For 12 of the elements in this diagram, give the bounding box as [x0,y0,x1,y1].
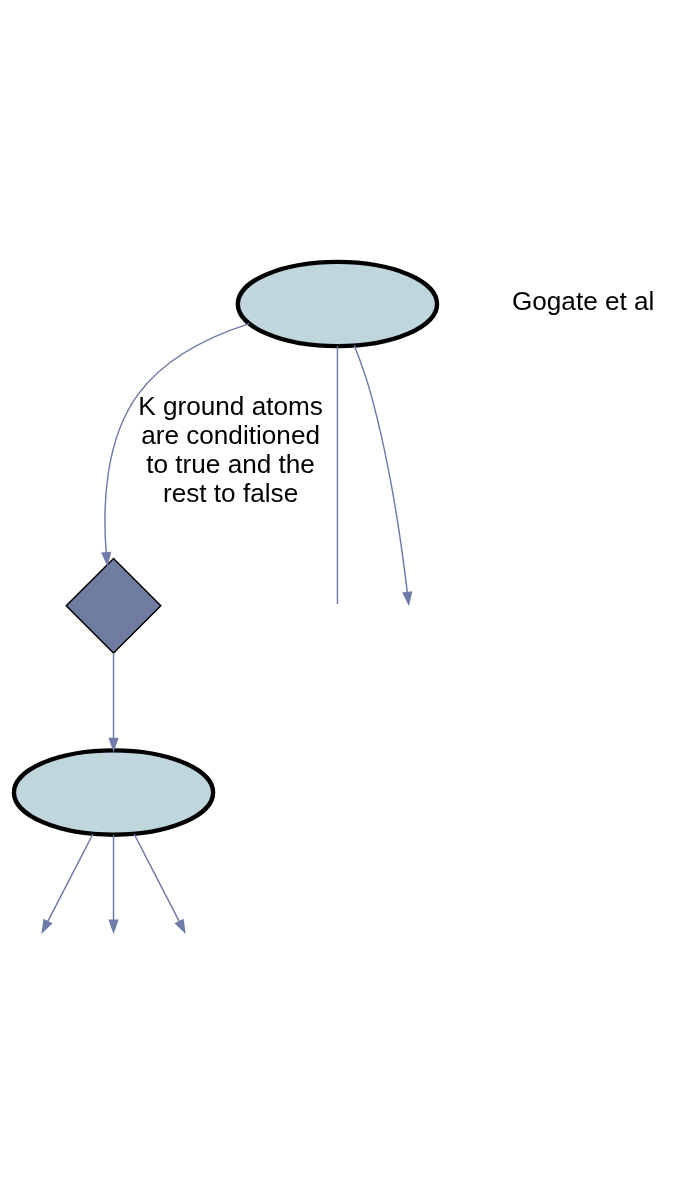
node-ellipse [11,748,216,837]
node-diamond [65,557,162,654]
arrow [108,834,119,935]
label: Gogate et al [511,286,655,317]
arrow [133,833,186,934]
edge-label: K ground atoms are conditioned to true and the rest to false [138,391,323,509]
arrow [41,833,94,934]
arrow [108,652,119,753]
node-ellipse [235,259,440,349]
arrow [101,322,251,567]
arrow [353,344,413,607]
connector [336,345,339,605]
